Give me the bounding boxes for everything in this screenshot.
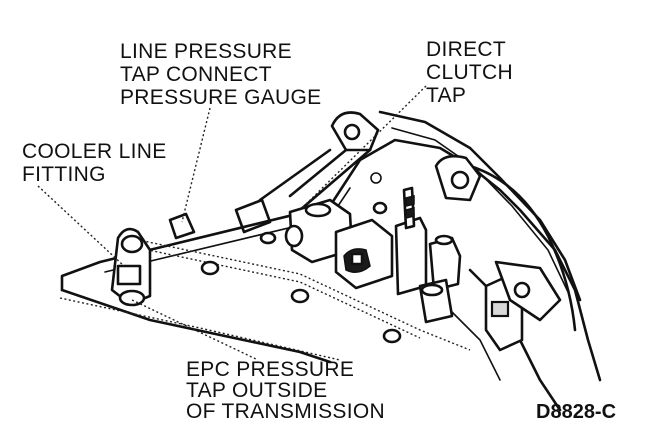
label-epc-pressure: EPC PRESSURE TAP OUTSIDE OF TRANSMISSION <box>186 358 385 423</box>
valve-body <box>259 172 562 352</box>
label-direct-clutch: DIRECT CLUTCH TAP <box>426 38 519 107</box>
leader-lines <box>37 85 427 361</box>
cooler-line-fitting <box>110 227 152 307</box>
direct-clutch-tap-bracket <box>234 111 482 234</box>
figure-code: D8828-C <box>536 401 616 423</box>
label-cooler-line: COOLER LINE FITTING <box>22 140 173 186</box>
label-line-pressure: LINE PRESSURE TAP CONNECT PRESSURE GAUGE <box>120 40 321 109</box>
bolt-line <box>59 235 471 361</box>
line-pressure-tap <box>168 212 402 344</box>
